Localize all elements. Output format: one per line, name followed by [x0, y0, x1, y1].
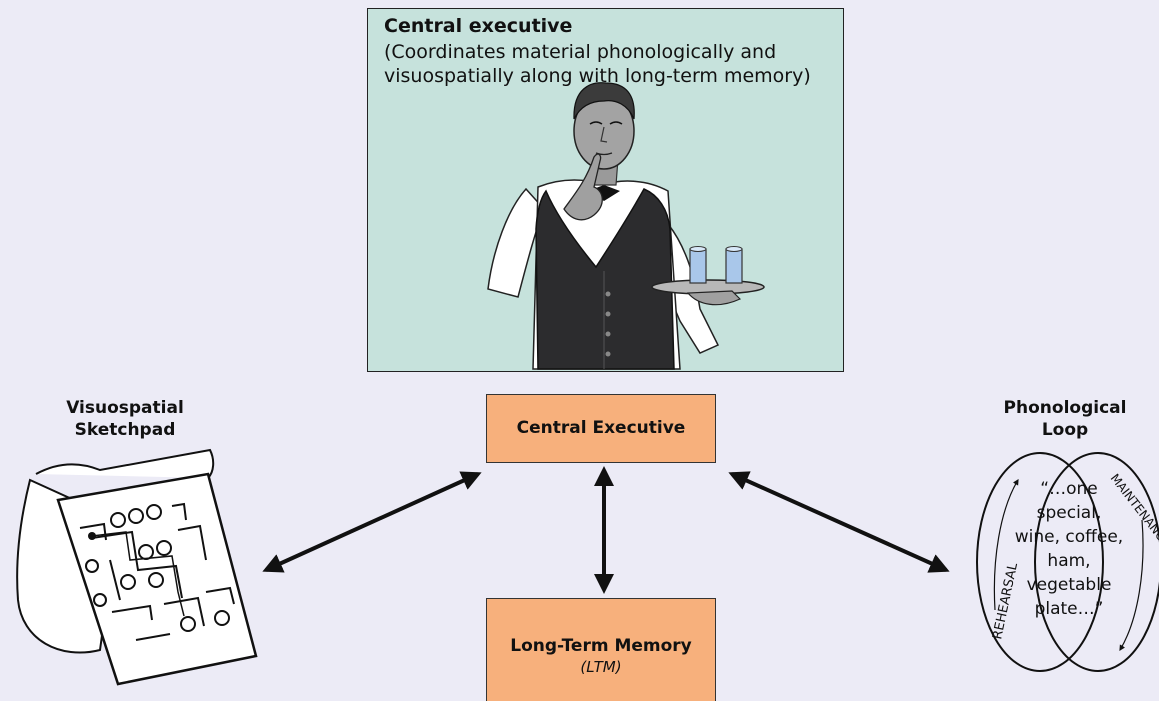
waiter-illustration — [487, 82, 765, 370]
phonological-label-line2: Loop — [1041, 420, 1089, 440]
ltm-label: Long-Term Memory — [510, 636, 692, 656]
panel-description: (Coordinates material phonologically and… — [384, 41, 811, 87]
central-executive-panel: Central executive (Coordinates material … — [367, 8, 844, 372]
quote-line-6: plate…” — [1035, 599, 1104, 619]
quote-line-5: vegetable — [1027, 575, 1112, 595]
quote-line-4: ham, — [1047, 551, 1090, 571]
phonological-loop-label: Phonological Loop — [985, 397, 1145, 441]
arrow-ce-visuospatial — [262, 471, 482, 573]
phonological-label-line1: Phonological — [1003, 398, 1127, 418]
ltm-abbreviation: (LTM) — [580, 658, 622, 676]
visuospatial-label-line1: Visuospatial — [66, 398, 184, 418]
quote-line-3: wine, coffee, — [1015, 527, 1123, 547]
arrow-ce-phonological — [728, 471, 950, 573]
central-executive-label: Central Executive — [516, 418, 686, 438]
central-executive-box: Central Executive — [486, 394, 716, 463]
quote-line-1: “…one — [1040, 479, 1097, 499]
quote-line-2: special, — [1037, 503, 1102, 523]
long-term-memory-box: Long-Term Memory (LTM) — [486, 598, 716, 701]
panel-title: Central executive — [384, 15, 573, 37]
visuospatial-label-line2: Sketchpad — [74, 420, 176, 440]
visuospatial-sketchpad-label: Visuospatial Sketchpad — [45, 397, 205, 441]
